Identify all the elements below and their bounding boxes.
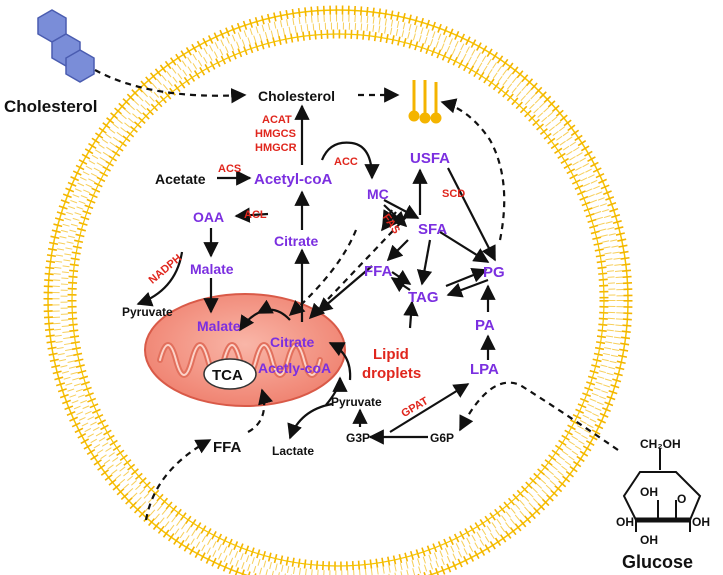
- malate-cytosol-label: Malate: [190, 261, 234, 277]
- usfa-label: USFA: [410, 150, 450, 167]
- cytoplasm: [77, 39, 599, 561]
- ffa-inside-label: FFA: [364, 263, 392, 280]
- oh-label-2: OH: [616, 515, 634, 529]
- acetate-label: Acetate: [155, 171, 206, 187]
- ring-oxygen-label: O: [677, 492, 686, 506]
- transport-arrows: [94, 69, 619, 521]
- membrane-cholesterol-icon: [408, 80, 442, 124]
- pyruvate-bottom-label: Pyruvate: [331, 395, 382, 409]
- cholesterol-outside-label: Cholesterol: [4, 97, 98, 116]
- acs-label: ACS: [218, 163, 241, 175]
- acetly-coa-mito-label: Acetly-coA: [258, 360, 331, 376]
- tca-cycle-oval: [203, 358, 257, 390]
- oaa-label: OAA: [193, 209, 224, 225]
- mitochondrion: [144, 293, 346, 407]
- pa-label: PA: [475, 317, 495, 334]
- ffa-outside-label: FFA: [213, 439, 241, 456]
- malate-mito-label: Malate: [197, 318, 241, 334]
- droplets-label: droplets: [362, 365, 421, 382]
- g3p-label: G3P: [346, 431, 370, 445]
- oh-label-4: OH: [692, 515, 710, 529]
- sfa-label: SFA: [418, 221, 447, 238]
- scd-label: SCD: [442, 188, 465, 200]
- pg-label: PG: [483, 264, 505, 281]
- pathway-arrows: [136, 104, 496, 445]
- lactate-label: Lactate: [272, 444, 314, 458]
- hmgcs-label: HMGCS: [255, 128, 296, 140]
- acl-label: ACL: [244, 209, 267, 221]
- lpa-label: LPA: [470, 361, 499, 378]
- glucose-label: Glucose: [622, 552, 693, 572]
- tag-label: TAG: [408, 289, 439, 306]
- acat-label: ACAT: [262, 114, 292, 126]
- ch2oh-label: CH₂OH: [640, 437, 681, 451]
- g6p-label: G6P: [430, 431, 454, 445]
- acetyl-coa-label: Acetyl-coA: [254, 171, 333, 188]
- oh-label-1: OH: [640, 485, 658, 499]
- cholesterol-molecule-icon: [37, 9, 95, 83]
- cholesterol-inside-label: Cholesterol: [258, 88, 335, 104]
- hmgcr-label: HMGCR: [255, 142, 297, 154]
- citrate-mito-label: Citrate: [270, 334, 315, 350]
- citrate-cytosol-label: Citrate: [274, 233, 319, 249]
- oh-label-3: OH: [640, 533, 658, 547]
- lipid-label: Lipid: [373, 346, 409, 363]
- glucose-molecule-icon: [622, 448, 702, 532]
- acc-label: ACC: [334, 156, 358, 168]
- mc-label: MC: [367, 186, 389, 202]
- pyruvate-left-label: Pyruvate: [122, 305, 173, 319]
- cell-membrane: [43, 5, 633, 575]
- glucose-labels: CH₂OH O OH OH OH OH Glucose: [616, 437, 710, 572]
- tca-label: TCA: [212, 367, 243, 384]
